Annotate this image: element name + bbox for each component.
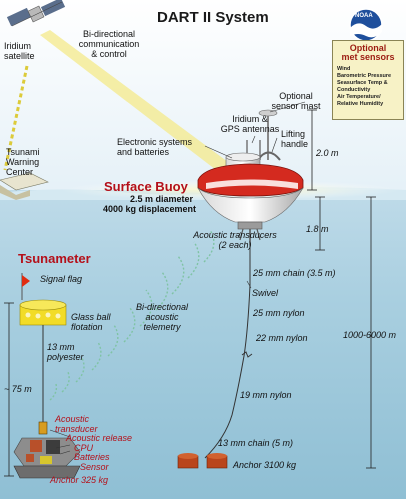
nylon-25-label: 25 mm nylon — [253, 308, 305, 318]
met-sensor-item: Relative Humidity — [337, 101, 384, 107]
acoustic-transducers-label: Acoustic transducers(2 each) — [193, 230, 277, 250]
buoy-anchor-label: Anchor 3100 kg — [233, 460, 297, 470]
swivel-label: Swivel — [252, 288, 279, 298]
signal-flag-label: Signal flag — [40, 274, 83, 284]
cpu-label: CPU — [74, 443, 94, 453]
buoy-anchor — [177, 453, 228, 469]
signal-flag-icon — [22, 275, 30, 287]
mooring-line — [204, 245, 251, 459]
met-sensor-item: Seasurface Temp & — [337, 80, 388, 86]
satellite-icon — [6, 0, 66, 27]
leader-lines — [49, 101, 306, 455]
optional-met-sensors-list: Wind Barometric Pressure Seasurface Temp… — [337, 66, 403, 108]
surface-buoy — [197, 109, 304, 245]
met-sensor-item: Conductivity — [337, 87, 371, 93]
depth-range-dimension: 1000-6000 m — [343, 330, 397, 340]
dimension-lines — [4, 109, 376, 477]
tsunameter-height-dimension: ~ 75 m — [4, 384, 32, 394]
tsunameter-title: Tsunameter — [18, 251, 91, 266]
noaa-logo-text: NOAA — [355, 13, 373, 19]
nylon-19-label: 19 mm nylon — [240, 390, 292, 400]
nylon-22-label: 22 mm nylon — [256, 333, 308, 343]
warning-center-icon — [0, 172, 49, 200]
sensor-label: Sensor — [80, 462, 109, 472]
page-title: DART II System — [157, 9, 269, 26]
tsunameter-anchor-label: Anchor 325 kg — [50, 475, 109, 485]
satellite-beam — [40, 30, 255, 186]
batteries-label: Batteries — [74, 452, 110, 462]
tsunameter-mooring — [19, 273, 67, 422]
met-sensor-item: Air Temperature/ — [337, 94, 381, 100]
chain-bottom-label: 13 mm chain (5 m) — [218, 438, 294, 448]
mast-height-dimension: 2.0 m — [316, 148, 339, 158]
satellite-downlink — [3, 65, 29, 171]
surface-buoy-title: Surface Buoy — [104, 179, 188, 194]
antennas-label: Iridium &GPS antennas — [220, 114, 280, 134]
met-sensor-item: Barometric Pressure — [337, 73, 392, 79]
noaa-logo-icon — [349, 8, 383, 42]
acoustic-release-label: Acoustic release — [66, 433, 133, 443]
acoustic-telemetry-waves — [49, 229, 215, 401]
met-sensor-item: Wind — [337, 66, 351, 72]
tsunameter-instrument — [13, 421, 81, 479]
draft-dimension: 1.8 m — [306, 224, 329, 234]
chain-top-label: 25 mm chain (3.5 m) — [253, 268, 336, 278]
